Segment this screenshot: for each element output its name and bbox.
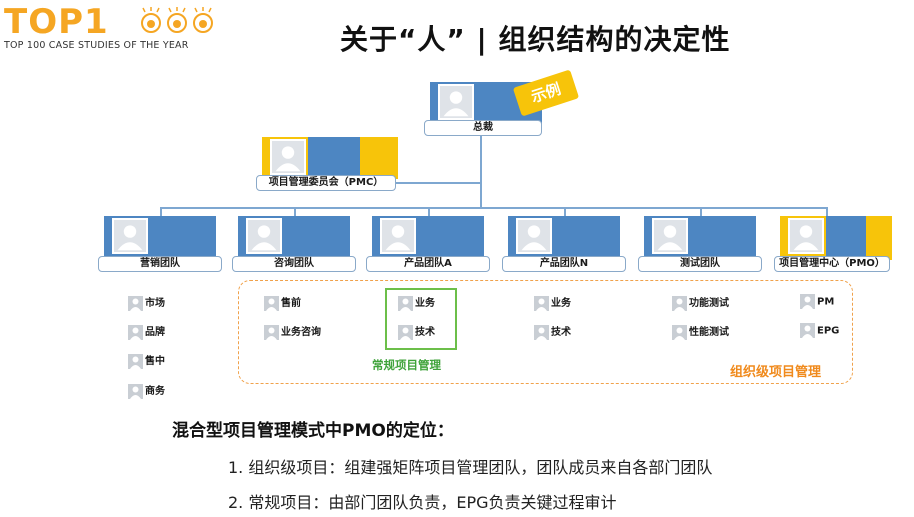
person-icon — [128, 383, 143, 399]
member-item: 业务咨询 — [264, 323, 321, 340]
member-label: 业务 — [551, 298, 571, 309]
member-item: EPG — [800, 323, 839, 338]
logo-text: TOP1 — [4, 2, 109, 42]
positioning-heading: 混合型项目管理模式中PMO的定位： — [172, 421, 454, 441]
person-icon — [264, 295, 279, 311]
team-card-consulting: 咨询团队 — [232, 216, 356, 272]
member-item: 商务 — [128, 382, 165, 399]
member-label: PM — [817, 296, 835, 308]
member-item: 品牌 — [128, 323, 165, 340]
member-item: 技术 — [534, 323, 571, 340]
member-label: 商务 — [145, 386, 165, 397]
member-item: 售中 — [128, 352, 165, 369]
team-label: 产品团队A — [366, 256, 490, 272]
person-photo — [112, 218, 148, 254]
person-photo — [652, 218, 688, 254]
member-item: 市场 — [128, 294, 165, 311]
person-photo — [516, 218, 552, 254]
member-label: 功能测试 — [689, 298, 729, 309]
member-item: 业务 — [534, 294, 571, 311]
member-label: 品牌 — [145, 327, 165, 338]
team-label: 营销团队 — [98, 256, 222, 272]
member-item: 技术 — [398, 323, 435, 340]
member-item: 性能测试 — [672, 323, 729, 340]
person-icon — [264, 324, 279, 340]
page-title: 关于“人” | 组织结构的决定性 — [340, 23, 731, 56]
pmc-card: 项目管理委员会（PMC） — [256, 137, 398, 191]
team-label: 项目管理中心（PMO） — [774, 256, 890, 272]
member-item: 功能测试 — [672, 294, 729, 311]
member-label: 售前 — [281, 298, 301, 309]
connector-horizontal — [160, 207, 828, 209]
person-icon — [800, 323, 815, 338]
connector-team-6 — [826, 207, 828, 219]
member-label: 业务 — [415, 298, 435, 309]
person-icon — [128, 324, 143, 340]
connector-pmc — [390, 182, 482, 184]
connector-team-5 — [700, 207, 702, 219]
org-level-pm-region — [238, 280, 853, 384]
example-badge: 示例 — [512, 69, 580, 117]
person-photo — [270, 139, 306, 175]
person-icon — [398, 295, 413, 311]
team-label: 产品团队N — [502, 256, 626, 272]
team-card-testing: 测试团队 — [638, 216, 762, 272]
connector-team-2 — [294, 207, 296, 219]
team-card-product-a: 产品团队A — [366, 216, 490, 272]
positioning-item: 1. 组织级项目：组建强矩阵项目管理团队，团队成员来自各部门团队 — [228, 458, 713, 477]
logo-tagline: TOP 100 CASE STUDIES OF THE YEAR — [4, 40, 189, 51]
person-icon — [534, 295, 549, 311]
person-icon — [800, 294, 815, 309]
ceo-label: 总裁 — [424, 120, 542, 136]
person-icon — [672, 324, 687, 340]
connector-team-1 — [160, 207, 162, 219]
team-card-pmo: 项目管理中心（PMO） — [774, 216, 892, 272]
logo-eyes-icon — [141, 7, 213, 33]
person-icon — [672, 295, 687, 311]
member-label: EPG — [817, 325, 840, 337]
pmc-label: 项目管理委员会（PMC） — [256, 175, 396, 191]
member-label: 性能测试 — [689, 327, 729, 338]
connector-team-3 — [428, 207, 430, 219]
positioning-item: 2. 常规项目：由部门团队负责，EPG负责关键过程审计 — [228, 493, 617, 512]
member-label: 售中 — [145, 356, 165, 367]
person-icon — [398, 324, 413, 340]
member-label: 市场 — [145, 298, 165, 309]
member-label: 业务咨询 — [281, 327, 321, 338]
connector-team-4 — [564, 207, 566, 219]
person-icon — [128, 295, 143, 311]
member-item: 售前 — [264, 294, 301, 311]
person-photo — [380, 218, 416, 254]
team-card-marketing: 营销团队 — [98, 216, 222, 272]
regular-pm-region — [385, 288, 457, 350]
person-photo — [788, 218, 824, 254]
member-item: PM — [800, 294, 834, 309]
member-label: 技术 — [551, 327, 571, 338]
connector-ceo-down — [480, 130, 482, 208]
person-icon — [534, 324, 549, 340]
person-icon — [128, 353, 143, 369]
org-level-pm-label: 组织级项目管理 — [730, 365, 822, 380]
team-card-product-n: 产品团队N — [502, 216, 626, 272]
regular-pm-label: 常规项目管理 — [372, 358, 441, 372]
person-photo — [438, 84, 474, 120]
team-label: 咨询团队 — [232, 256, 356, 272]
person-photo — [246, 218, 282, 254]
member-item: 业务 — [398, 294, 435, 311]
member-label: 技术 — [415, 327, 435, 338]
team-label: 测试团队 — [638, 256, 762, 272]
